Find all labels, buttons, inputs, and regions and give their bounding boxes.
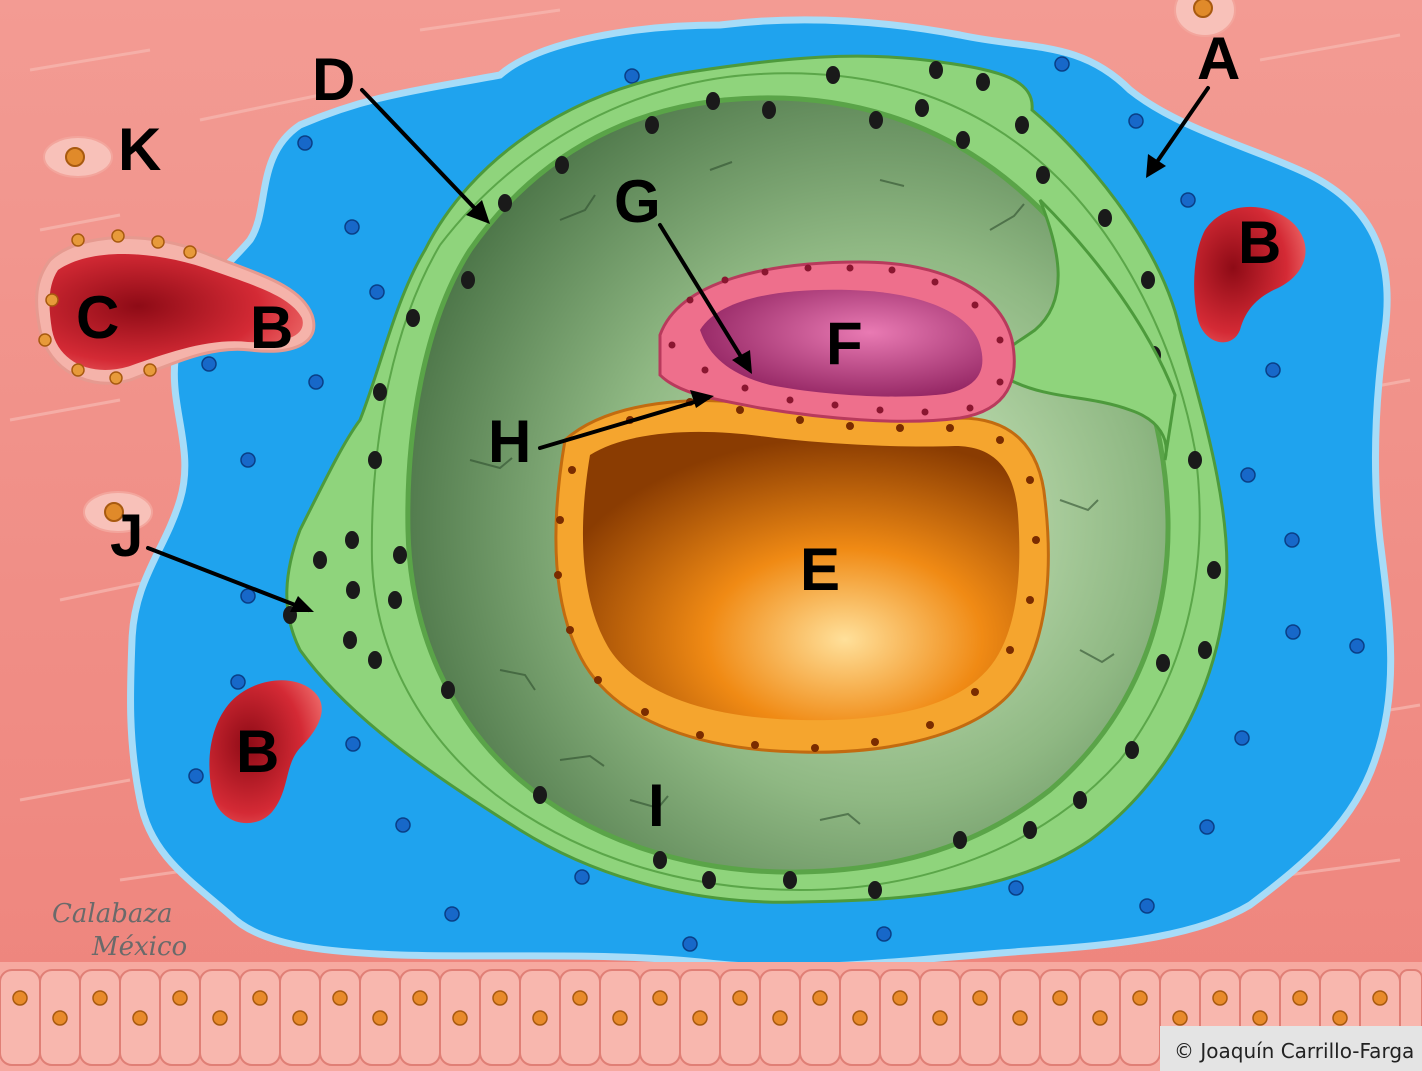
arrowhead-H xyxy=(690,390,714,408)
arrowhead-A xyxy=(1146,154,1166,178)
pointer-arrows xyxy=(146,86,1210,612)
label-H: H xyxy=(488,408,531,475)
arrow-G xyxy=(658,223,750,370)
label-D: D xyxy=(312,46,355,113)
lacunae-blood-cells xyxy=(188,56,1365,952)
arrow-A xyxy=(1148,86,1210,174)
signature-line2: México xyxy=(91,932,187,962)
extraembryonic-mesoderm-cells xyxy=(469,161,1115,825)
label-E: E xyxy=(800,536,840,603)
connecting-stalk xyxy=(994,198,1177,461)
arrowhead-G xyxy=(732,350,752,374)
arrow-H xyxy=(538,396,710,450)
maternal-vessel-bottom xyxy=(209,680,322,824)
label-B-left: B xyxy=(250,294,293,361)
arrowhead-J xyxy=(290,596,314,612)
label-C: C xyxy=(76,284,119,351)
credit-text: © Joaquín Carrillo-Farga xyxy=(1174,1039,1414,1063)
yolk-sac xyxy=(554,398,1050,754)
label-I: I xyxy=(648,772,665,839)
label-J: J xyxy=(110,502,143,569)
label-K: K xyxy=(118,116,161,183)
arrow-D xyxy=(360,88,486,220)
arrow-J xyxy=(146,546,310,612)
label-F: F xyxy=(826,310,863,377)
label-B-right: B xyxy=(1238,209,1281,276)
label-A: A xyxy=(1197,25,1240,92)
amniotic-cavity xyxy=(658,260,1016,423)
signature-line1: Calabaza xyxy=(52,899,173,929)
arrowhead-D xyxy=(466,200,490,224)
arrowheads xyxy=(290,154,1166,612)
maternal-vessel-right xyxy=(1194,206,1306,343)
label-B-bottom: B xyxy=(236,718,279,785)
label-G: G xyxy=(614,168,661,235)
credit-strip xyxy=(1160,1026,1422,1071)
maternal-vessel-left xyxy=(35,229,316,385)
